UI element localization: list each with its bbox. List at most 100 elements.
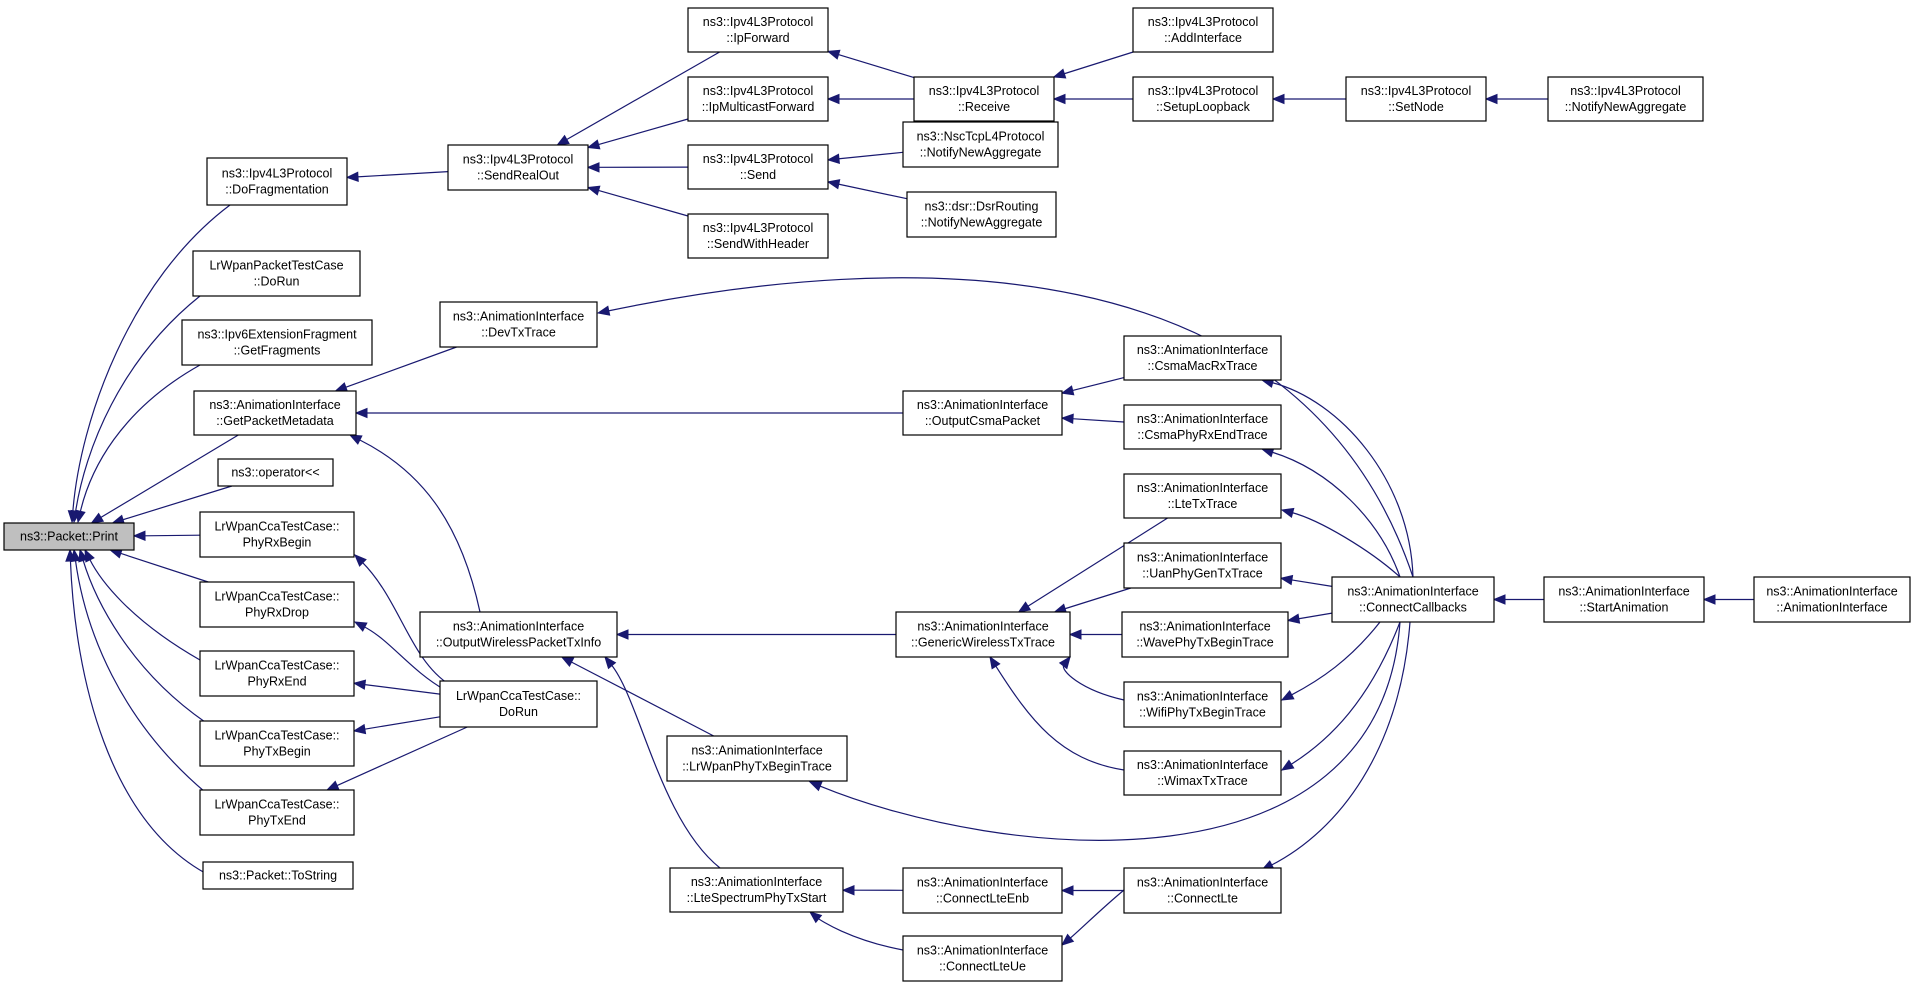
node-label-line: LrWpanCcaTestCase:: xyxy=(214,520,339,534)
node-wimax[interactable]: ns3::AnimationInterface::WimaxTxTrace xyxy=(1123,750,1282,796)
edge-ipv6frag-to-print xyxy=(75,364,201,524)
node-label-line: ns3::AnimationInterface xyxy=(917,876,1048,890)
node-conncb[interactable]: ns3::AnimationInterface::ConnectCallback… xyxy=(1331,576,1495,623)
node-box xyxy=(1123,681,1282,728)
edges-layer xyxy=(65,49,1754,951)
node-outcsma[interactable]: ns3::AnimationInterface::OutputCsmaPacke… xyxy=(902,390,1063,436)
node-ltespec[interactable]: ns3::AnimationInterface::LteSpectrumPhyT… xyxy=(669,867,844,913)
node-animif[interactable]: ns3::AnimationInterface::AnimationInterf… xyxy=(1753,576,1911,623)
node-label-line: ::AddInterface xyxy=(1164,31,1242,45)
node-send[interactable]: ns3::Ipv4L3Protocol::Send xyxy=(687,144,829,190)
edge-csmaphy-to-outcsma xyxy=(1060,413,1125,425)
node-nsctcp[interactable]: ns3::NscTcpL4Protocol::NotifyNewAggregat… xyxy=(902,121,1059,168)
node-label-line: ::SetupLoopback xyxy=(1156,100,1251,114)
node-getmeta[interactable]: ns3::AnimationInterface::GetPacketMetada… xyxy=(193,390,357,436)
node-label-line: ::IpForward xyxy=(726,31,789,45)
node-connlteenb[interactable]: ns3::AnimationInterface::ConnectLteEnb xyxy=(902,867,1063,914)
node-label-line: ns3::operator<< xyxy=(231,466,319,480)
node-phyrxdrop[interactable]: LrWpanCcaTestCase::PhyRxDrop xyxy=(199,581,355,628)
node-label-line: ns3::Ipv4L3Protocol xyxy=(703,15,814,29)
node-label-line: ns3::AnimationInterface xyxy=(917,944,1048,958)
node-ipv6frag[interactable]: ns3::Ipv6ExtensionFragment::GetFragments xyxy=(181,319,373,366)
node-box xyxy=(3,522,135,551)
node-csmaphy[interactable]: ns3::AnimationInterface::CsmaPhyRxEndTra… xyxy=(1123,404,1282,450)
node-label-line: ns3::AnimationInterface xyxy=(1137,412,1268,426)
node-startanim[interactable]: ns3::AnimationInterface::StartAnimation xyxy=(1543,576,1705,623)
node-box xyxy=(1121,611,1289,658)
edge-conncb-to-wimax xyxy=(1280,621,1401,771)
edge-sendrealout-to-dofrag xyxy=(345,171,449,183)
node-label-line: ns3::AnimationInterface xyxy=(1137,551,1268,565)
edge-owptx-to-getmeta xyxy=(348,434,481,613)
edge-genwl-to-owptx xyxy=(615,629,896,640)
edge-conncb-to-devtx xyxy=(596,277,1414,578)
node-tostring[interactable]: ns3::Packet::ToString xyxy=(202,861,354,890)
node-label-line: ::WimaxTxTrace xyxy=(1157,774,1248,788)
node-setloop[interactable]: ns3::Ipv4L3Protocol::SetupLoopback xyxy=(1132,76,1274,122)
node-dsr[interactable]: ns3::dsr::DsrRouting::NotifyNewAggregate xyxy=(906,191,1057,238)
node-label-line: ns3::Ipv4L3Protocol xyxy=(222,167,333,181)
node-addif[interactable]: ns3::Ipv4L3Protocol::AddInterface xyxy=(1132,7,1274,53)
node-dofrag[interactable]: ns3::Ipv4L3Protocol::DoFragmentation xyxy=(206,157,348,206)
node-label-line: LrWpanPacketTestCase xyxy=(209,259,343,273)
node-sendrealout[interactable]: ns3::Ipv4L3Protocol::SendRealOut xyxy=(447,144,589,191)
node-op[interactable]: ns3::operator<< xyxy=(217,458,334,487)
edge-conncb-to-csmamac xyxy=(1260,377,1414,578)
node-label-line: ns3::AnimationInterface xyxy=(1347,585,1478,599)
node-label-line: ns3::AnimationInterface xyxy=(1137,690,1268,704)
node-owptx[interactable]: ns3::AnimationInterface::OutputWirelessP… xyxy=(419,611,618,658)
node-label-line: ::AnimationInterface xyxy=(1776,601,1887,615)
node-box xyxy=(439,301,598,348)
node-setnode[interactable]: ns3::Ipv4L3Protocol::SetNode xyxy=(1345,76,1487,122)
node-ipmcast[interactable]: ns3::Ipv4L3Protocol::IpMulticastForward xyxy=(687,76,829,122)
node-csmamac[interactable]: ns3::AnimationInterface::CsmaMacRxTrace xyxy=(1123,335,1282,381)
node-box xyxy=(1345,76,1487,122)
edge-dsr-to-send xyxy=(826,179,908,200)
edge-wimax-to-genwl xyxy=(989,655,1125,771)
node-connlte[interactable]: ns3::AnimationInterface::ConnectLte xyxy=(1123,867,1282,914)
node-box xyxy=(687,76,829,122)
node-label-line: ns3::Packet::ToString xyxy=(219,869,337,883)
node-label-line: ns3::AnimationInterface xyxy=(917,398,1048,412)
node-label-line: ns3::dsr::DsrRouting xyxy=(925,200,1039,214)
node-phyrxend[interactable]: LrWpanCcaTestCase::PhyRxEnd xyxy=(199,650,355,697)
edge-animif-to-startanim xyxy=(1702,594,1754,605)
node-connlteue[interactable]: ns3::AnimationInterface::ConnectLteUe xyxy=(902,935,1063,982)
edge-conncb-to-lrwpanphytx xyxy=(808,621,1401,841)
node-box xyxy=(1123,542,1282,589)
node-wifi[interactable]: ns3::AnimationInterface::WifiPhyTxBeginT… xyxy=(1123,681,1282,728)
node-label-line: ::IpMulticastForward xyxy=(702,100,815,114)
node-genwl[interactable]: ns3::AnimationInterface::GenericWireless… xyxy=(895,611,1071,658)
node-notifyagg[interactable]: ns3::Ipv4L3Protocol::NotifyNewAggregate xyxy=(1547,76,1704,122)
node-label-line: ns3::AnimationInterface xyxy=(209,398,340,412)
node-phytxend[interactable]: LrWpanCcaTestCase::PhyTxEnd xyxy=(199,789,355,836)
node-box xyxy=(1132,76,1274,122)
node-sendwh[interactable]: ns3::Ipv4L3Protocol::SendWithHeader xyxy=(687,213,829,259)
node-wave[interactable]: ns3::AnimationInterface::WavePhyTxBeginT… xyxy=(1121,611,1289,658)
node-ltetx[interactable]: ns3::AnimationInterface::LteTxTrace xyxy=(1123,473,1282,519)
node-print[interactable]: ns3::Packet::Print xyxy=(3,522,135,551)
node-devtx[interactable]: ns3::AnimationInterface::DevTxTrace xyxy=(439,301,598,348)
edge-connlteue-to-ltespec xyxy=(808,911,904,951)
edge-send-to-sendrealout xyxy=(586,162,689,173)
node-box xyxy=(1132,7,1274,53)
node-ipforward[interactable]: ns3::Ipv4L3Protocol::IpForward xyxy=(687,7,829,53)
node-label-line: PhyRxEnd xyxy=(247,675,306,689)
edge-lrcca_dorun-to-phytxbegin xyxy=(352,716,441,735)
node-label-line: ::DevTxTrace xyxy=(481,326,556,340)
node-lrwpanphytx[interactable]: ns3::AnimationInterface::LrWpanPhyTxBegi… xyxy=(666,735,848,782)
node-lrcca_dorun[interactable]: LrWpanCcaTestCase::DoRun xyxy=(439,680,598,728)
edge-ipmcast-to-sendrealout xyxy=(586,118,689,150)
node-uan[interactable]: ns3::AnimationInterface::UanPhyGenTxTrac… xyxy=(1123,542,1282,589)
node-box xyxy=(1547,76,1704,122)
edge-wifi-to-genwl xyxy=(1058,655,1125,701)
edge-connlte-to-connlteue xyxy=(1060,889,1125,946)
edge-conncb-to-uan xyxy=(1279,574,1333,587)
node-phytxbegin[interactable]: LrWpanCcaTestCase::PhyTxBegin xyxy=(199,720,355,767)
node-box xyxy=(902,390,1063,436)
node-receive[interactable]: ns3::Ipv4L3Protocol::Receive xyxy=(913,76,1055,122)
node-phyrxbegin[interactable]: LrWpanCcaTestCase::PhyRxBegin xyxy=(199,511,355,558)
edge-devtx-to-getmeta xyxy=(334,346,457,393)
node-lrwpan_pkt[interactable]: LrWpanPacketTestCase::DoRun xyxy=(192,250,361,297)
